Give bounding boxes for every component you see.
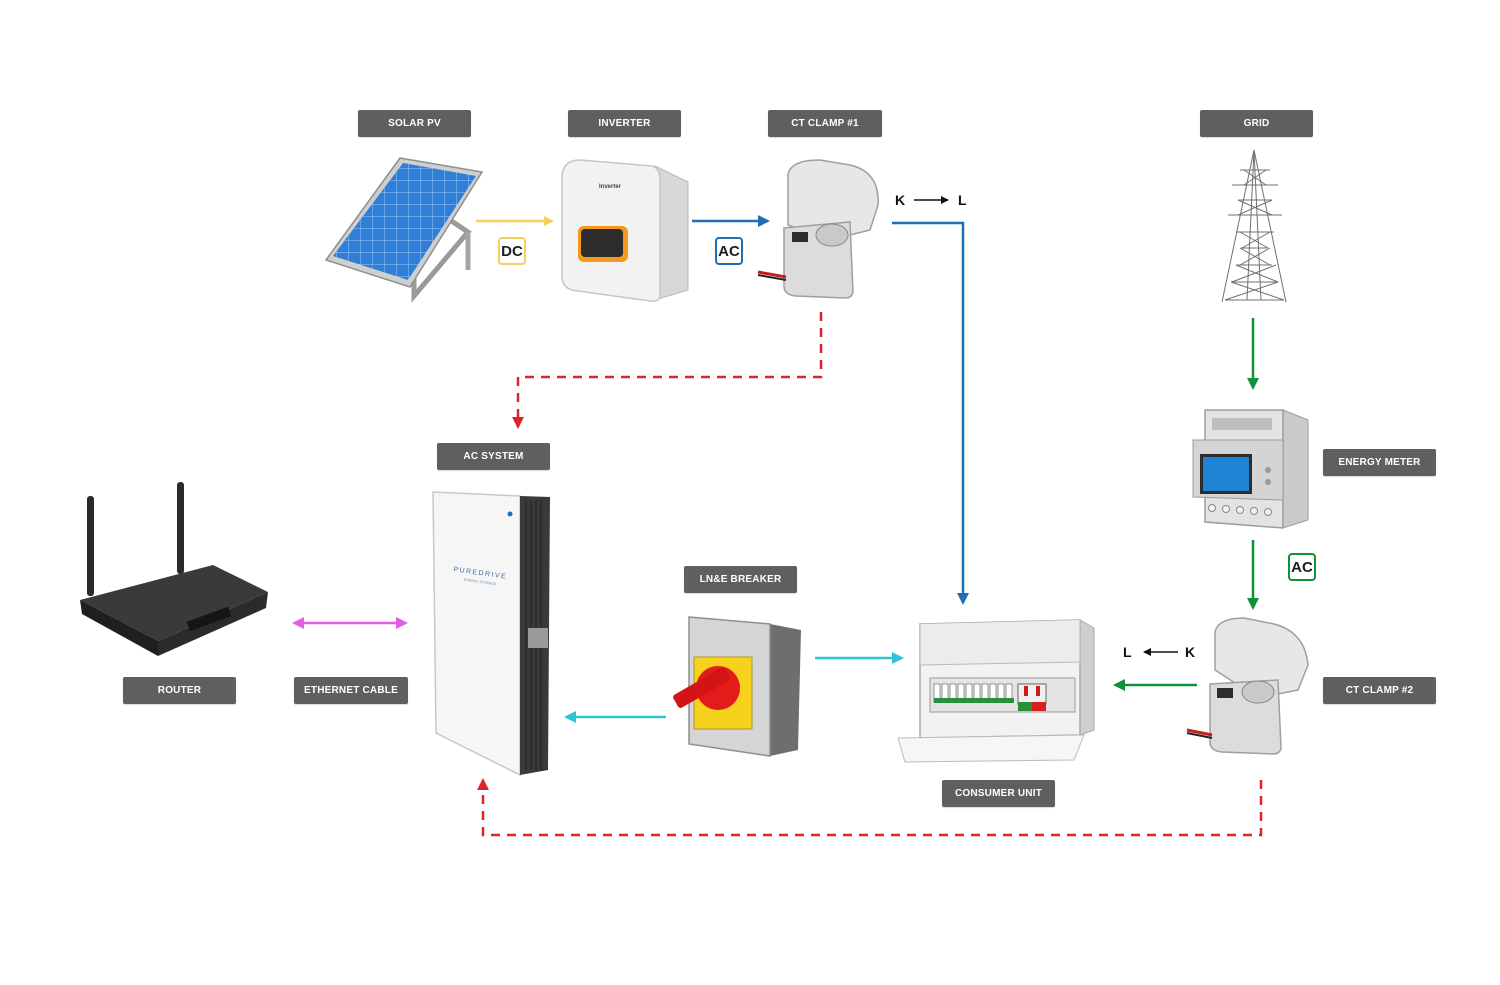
inverter-icon: Inverter [561,159,689,302]
label-ac-system: AC SYSTEM [437,443,550,470]
isolator-switch-icon [673,616,801,757]
ct-clamp-2-icon [1186,617,1309,755]
battery-icon: PUREDRIVE ENERGY STORAGE [432,491,550,777]
label-grid: GRID [1200,110,1313,137]
ct-clamp-icon [757,159,879,299]
solar-panel-icon [324,157,484,303]
router-icon [80,482,268,656]
energy-meter-icon [1192,409,1309,529]
ct1-l-label: L [958,192,967,208]
ct2-k-label: K [1185,644,1196,660]
dc-tag: DC [498,237,526,265]
label-inverter: INVERTER [568,110,681,137]
ct2-l-label: L [1123,644,1132,660]
label-consumer-unit: CONSUMER UNIT [942,780,1055,807]
pylon-icon [1221,149,1287,303]
inverter-brand-text: Inverter [599,184,622,190]
label-ct-clamp-1: CT CLAMP #1 [768,110,882,137]
consumer-unit-icon [897,619,1095,763]
label-router: ROUTER [123,677,236,704]
ac-flow-line-to-consumer-unit [892,221,969,605]
ct1-signal-line [512,312,823,429]
label-energy-meter: ENERGY METER [1323,449,1436,476]
battery-sub-text: ENERGY STORAGE [464,578,498,587]
ct1-k-label: K [895,192,906,208]
label-solar-pv: SOLAR PV [358,110,471,137]
label-ct-clamp-2: CT CLAMP #2 [1323,677,1436,704]
label-ln-e-breaker: LN&E BREAKER [684,566,797,593]
ac-tag-meter: AC [1288,553,1316,581]
ct2-signal-line [477,778,1263,837]
label-ethernet-cable: ETHERNET CABLE [294,677,408,704]
ac-tag-inverter: AC [715,237,743,265]
